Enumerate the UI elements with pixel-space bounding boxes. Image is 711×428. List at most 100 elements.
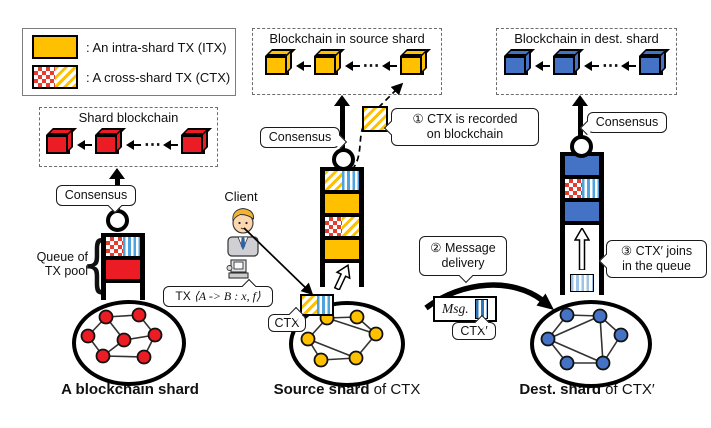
ctx-swatch-stripe-half — [55, 67, 76, 87]
dest-shard-network — [540, 307, 629, 371]
left-consensus-label: Consensus — [64, 188, 128, 203]
up-arrow-icon — [572, 95, 588, 137]
recorded-ctx-square — [362, 106, 388, 132]
itx-blue-block — [565, 156, 599, 175]
ctx-stripe-half — [123, 237, 140, 256]
dest-blockchain-chain: ⋯ — [497, 46, 676, 75]
ctx-tag-callout: CTX — [268, 306, 306, 332]
dest-blockchain-box: Blockchain in dest. shard ⋯ — [496, 28, 677, 95]
source-caption-rest: of CTX — [369, 381, 421, 398]
step3-callout: ③ CTX′ joins in the queue — [598, 240, 707, 278]
source-blockchain-title: Blockchain in source shard — [269, 31, 425, 46]
itx-swatch-icon — [32, 35, 78, 59]
chain-ellipsis: ⋯ — [602, 56, 620, 75]
itx-orange-block — [325, 194, 359, 213]
step1-callout: ① CTX is recorded on blockchain — [383, 108, 539, 146]
queue-inflow-arrow-icon — [333, 264, 351, 290]
chain-arrow-icon — [621, 60, 636, 71]
consensus-link-circle — [106, 209, 129, 232]
left-shard-oval — [72, 300, 186, 386]
chain-arrow-icon — [535, 60, 550, 71]
itx-red-block — [106, 260, 140, 279]
legend-itx-label: : An intra-shard TX (ITX) — [86, 39, 227, 55]
queue-label-line2: TX pool — [44, 264, 88, 279]
queue-label: Queue of TX pool — [28, 250, 88, 279]
ctx-bstripe-half — [582, 179, 599, 198]
queue-block-itx — [325, 240, 359, 263]
tx-prefix: TX — [175, 289, 195, 304]
itx-blue-block — [565, 202, 599, 221]
ctx-checker-half — [106, 237, 123, 256]
chain-arrow-icon — [126, 139, 141, 150]
block-cube-icon — [553, 56, 577, 75]
consensus-link-circle — [332, 148, 355, 171]
step3-line2: in the queue — [622, 259, 691, 273]
chain-arrow-icon — [381, 60, 397, 71]
block-cube-icon — [399, 56, 424, 75]
left-tx-queue — [101, 233, 145, 300]
queue-block-itx — [325, 194, 359, 217]
dest-blockchain-title: Blockchain in dest. shard — [514, 31, 659, 46]
step1-line1: ① CTX is recorded — [412, 112, 518, 127]
block-cube-icon — [639, 56, 663, 75]
left-shard-network — [80, 307, 163, 365]
source-shard-network — [300, 309, 384, 368]
queue-label-line1: Queue of — [36, 250, 88, 264]
dest-tx-queue — [560, 152, 604, 295]
ctx-checker-half — [565, 179, 582, 198]
itx-orange-block — [325, 240, 359, 259]
source-tx-queue — [320, 167, 364, 290]
source-consensus-label: Consensus — [268, 130, 332, 145]
ctx-prime-tag-callout: CTX′ — [452, 314, 496, 340]
step2-line2: delivery — [441, 256, 485, 270]
step2-line1: ② Message — [430, 241, 496, 256]
queue-inflow-arrow-icon — [574, 228, 590, 270]
ctx-bstripe-half — [317, 296, 332, 314]
dest-caption-rest: of CTX′ — [601, 381, 655, 398]
client-submit-arrow — [243, 227, 314, 296]
tx-callout-text: TX ⟨A -> B : x, f⟩ — [175, 289, 260, 303]
queue-block-itx — [565, 202, 599, 225]
ctx-ystripe-half — [325, 171, 342, 190]
legend-row-itx: : An intra-shard TX (ITX) — [32, 35, 235, 59]
client-label: Client — [224, 189, 258, 204]
queue-block-itx — [106, 260, 140, 283]
block-cube-icon — [264, 56, 289, 75]
left-blockchain-box: Shard blockchain ⋯ — [39, 107, 218, 167]
chain-arrow-icon — [77, 139, 92, 150]
source-blockchain-chain: ⋯ — [253, 46, 441, 75]
queue-inflow-area — [325, 263, 359, 290]
client-person-icon — [227, 208, 259, 257]
queue-inflow-area — [565, 225, 599, 292]
block-cube-icon — [313, 56, 338, 75]
queue-block-ctx — [565, 179, 599, 202]
left-shard-caption: A blockchain shard — [30, 381, 230, 398]
ctx-checker-half — [325, 217, 342, 236]
left-blockchain-title: Shard blockchain — [78, 110, 179, 125]
block-cube-icon — [95, 135, 119, 154]
chain-arrow-icon — [584, 60, 599, 71]
client-terminal-icon — [226, 259, 249, 279]
dest-consensus-callout: Consensus — [579, 112, 667, 135]
dest-consensus-label: Consensus — [595, 115, 659, 130]
msg-label: Msg. — [442, 301, 469, 316]
ctx-swatch-checker-half — [34, 67, 55, 87]
left-blockchain-chain: ⋯ — [40, 125, 217, 154]
step2-callout: ② Message delivery — [419, 236, 507, 284]
left-shard-caption-text: A blockchain shard — [61, 381, 199, 398]
ctx-created-square — [300, 294, 334, 316]
tx-detail: ⟨A -> B : x, f⟩ — [194, 289, 261, 304]
queue-block-ctx-out — [325, 167, 359, 194]
source-blockchain-box: Blockchain in source shard ⋯ — [252, 28, 442, 95]
block-cube-icon — [504, 56, 528, 75]
block-cube-icon — [181, 135, 205, 154]
dest-shard-oval — [530, 300, 652, 388]
source-consensus-callout: Consensus — [260, 127, 348, 149]
consensus-link-circle — [570, 135, 593, 158]
block-cube-icon — [46, 135, 70, 154]
step1-line2: on blockchain — [426, 127, 504, 141]
chain-ellipsis: ⋯ — [144, 135, 162, 154]
chain-arrow-icon — [344, 60, 360, 71]
chain-ellipsis: ⋯ — [362, 56, 381, 75]
